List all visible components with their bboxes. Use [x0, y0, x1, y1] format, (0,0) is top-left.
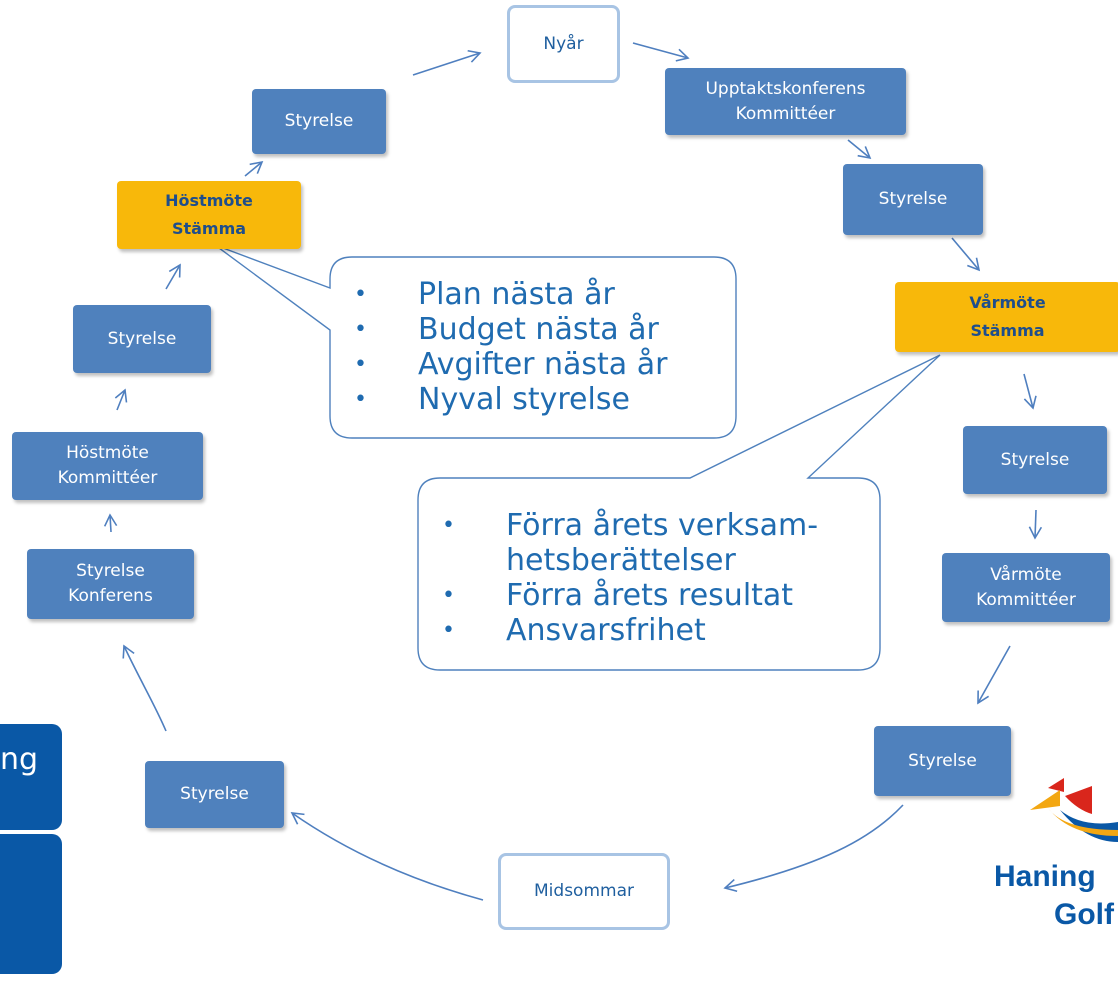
node-styrelse-right-1-label: Styrelse	[878, 189, 948, 209]
node-styrelse-right-3-label: Styrelse	[908, 750, 977, 771]
arrow-styrelse-to-varmote-komm	[1028, 509, 1043, 540]
node-varmote-stamma-line1: Vårmöte	[969, 293, 1046, 312]
arrow-midsommar-to-styrelse	[290, 812, 484, 901]
node-styrelse-left-1: Styrelse	[73, 305, 211, 373]
node-hostmote-stamma: Höstmöte Stämma	[117, 181, 301, 249]
node-hostmote-komm-line1: Höstmöte	[66, 443, 149, 463]
callout-autumn-item: • Nyval styrelse	[330, 382, 736, 417]
logo-line2: Golf	[1054, 898, 1115, 931]
node-hostmote-stamma-line1: Höstmöte	[165, 191, 253, 210]
haninge-golf-logo: Haning Golf	[994, 778, 1118, 931]
side-panel-text: ng	[0, 742, 39, 777]
arrow-nyar-to-upptakt	[632, 42, 690, 62]
node-styrelse-bottom-left: Styrelse	[145, 761, 284, 828]
side-panel-top	[0, 724, 62, 830]
arrow-styrelse-to-hostmote-stamma	[165, 263, 181, 290]
node-varmote-komm-line1: Vårmöte	[990, 564, 1062, 585]
node-midsommar-label: Midsommar	[534, 881, 634, 901]
node-styrelse-bottom-left-label: Styrelse	[180, 784, 249, 804]
callout-spring-list: • Förra årets verksam- hetsberättelser • F…	[418, 508, 880, 648]
node-upptaktskonferens-kommitteer: Upptaktskonferens Kommittéer	[665, 68, 906, 135]
node-styrelse-konferens-line1: Styrelse	[76, 561, 145, 581]
callout-spring-item-text: Förra årets verksam-	[506, 508, 819, 543]
node-styrelse-top-label: Styrelse	[284, 111, 354, 131]
callout-spring-item: • Förra årets resultat	[418, 578, 880, 613]
node-varmote-komm-line2: Kommittéer	[976, 589, 1076, 610]
callout-autumn-item: • Plan nästa år	[330, 277, 736, 312]
node-nyar-label: Nyår	[543, 33, 584, 54]
node-styrelse-right-2-label: Styrelse	[1000, 449, 1070, 470]
bullet-icon: •	[354, 352, 367, 377]
bullet-icon: •	[354, 282, 367, 307]
node-midsommar: Midsommar	[498, 853, 670, 930]
bullet-icon: •	[442, 618, 455, 643]
logo-mark	[1030, 778, 1118, 842]
arrow-konferens-to-hostmote	[103, 513, 118, 533]
callout-autumn-bubble	[214, 244, 737, 439]
callout-autumn-item-text: Plan nästa år	[418, 277, 615, 312]
callout-autumn-item-text: Nyval styrelse	[418, 382, 630, 417]
node-varmote-stamma-line2: Stämma	[970, 321, 1045, 340]
callout-spring-item-text: Förra årets resultat	[506, 578, 794, 613]
callout-spring-item: • Ansvarsfrihet	[418, 613, 880, 648]
node-styrelse-right-2: Styrelse	[963, 426, 1107, 494]
arrow-styrelse-to-nyar	[412, 49, 482, 76]
callout-spring-item-text: Ansvarsfrihet	[506, 613, 706, 648]
node-hostmote-komm-line2: Kommittéer	[57, 468, 158, 488]
callout-autumn-item: • Budget nästa år	[330, 312, 736, 347]
node-varmote-stamma: Vårmöte Stämma	[895, 282, 1118, 352]
arrow-hostmote-stamma-to-styrelse	[244, 160, 264, 177]
arrow-varmote-to-styrelse	[1023, 373, 1037, 410]
node-upptakt-line1: Upptaktskonferens	[705, 78, 866, 99]
arrow-styrelse-to-varmote	[951, 237, 981, 272]
node-styrelse-konferens: Styrelse Konferens	[27, 549, 194, 619]
bullet-icon: •	[442, 583, 455, 608]
node-hostmote-stamma-line2: Stämma	[171, 219, 247, 238]
node-styrelse-left-1-label: Styrelse	[107, 328, 177, 349]
node-styrelse-right-1: Styrelse	[843, 164, 983, 235]
callout-autumn-item: • Avgifter nästa år	[330, 347, 736, 382]
node-hostmote-kommitteer: Höstmöte Kommittéer	[12, 432, 203, 500]
node-styrelse-right-3: Styrelse	[874, 726, 1011, 796]
callout-autumn-list: • Plan nästa år • Budget nästa år • Avgifte…	[330, 277, 736, 417]
bullet-icon: •	[354, 387, 367, 412]
bullet-icon: •	[442, 513, 455, 538]
callout-spring-bubble	[417, 354, 941, 671]
bullet-icon: •	[354, 317, 367, 342]
callout-spring-item-text: hetsberättelser	[506, 543, 736, 578]
side-panel-bottom	[0, 834, 62, 974]
node-varmote-kommitteer: Vårmöte Kommittéer	[942, 553, 1110, 622]
node-upptakt-line2: Kommittéer	[735, 103, 836, 124]
arrow-styrelse-to-konferens	[122, 644, 167, 732]
callout-spring-item: hetsberättelser	[418, 543, 880, 578]
arrow-hostmote-to-styrelse	[114, 388, 128, 411]
arrow-varmote-komm-to-styrelse	[977, 645, 1011, 705]
node-styrelse-konferens-line2: Konferens	[68, 586, 153, 606]
node-nyar: Nyår	[507, 5, 620, 83]
callout-spring-item: • Förra årets verksam-	[418, 508, 880, 543]
callout-autumn-item-text: Avgifter nästa år	[418, 347, 668, 382]
node-styrelse-top: Styrelse	[252, 89, 386, 154]
arrow-styrelse-to-midsommar	[723, 804, 904, 893]
logo-line1: Haning	[994, 860, 1096, 893]
callout-autumn-item-text: Budget nästa år	[418, 312, 659, 347]
arrow-upptakt-to-styrelse	[847, 139, 872, 160]
